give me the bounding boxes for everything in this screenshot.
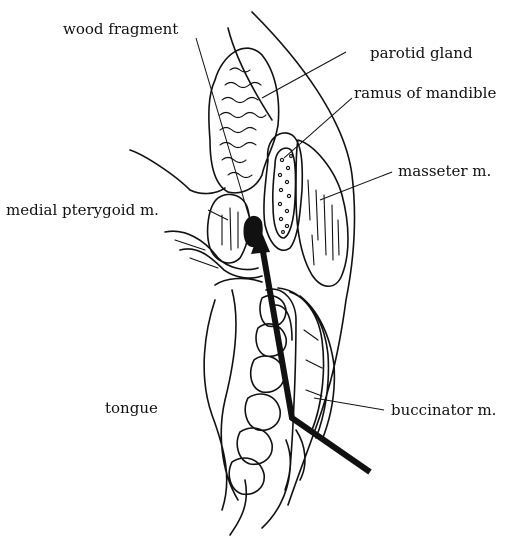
label-medial-pterygoid: medial pterygoid m. <box>6 201 159 219</box>
upper-skin-outline <box>228 28 272 120</box>
label-tongue: tongue <box>105 399 158 417</box>
label-ramus-of-mandible: ramus of mandible <box>354 84 496 102</box>
leader-masseter <box>320 172 392 200</box>
alveolar-contours <box>230 289 296 535</box>
label-masseter: masseter m. <box>398 162 491 180</box>
cheek-outline <box>252 12 354 505</box>
leader-ramus <box>284 98 352 158</box>
leader-medial-pterygoid <box>208 210 228 220</box>
label-buccinator: buccinator m. <box>391 401 496 419</box>
label-parotid-gland: parotid gland <box>370 44 473 62</box>
masseter-shape <box>296 140 348 286</box>
label-wood-fragment: wood fragment <box>63 20 178 38</box>
tongue-shape <box>204 290 238 510</box>
leader-parotid <box>262 52 346 98</box>
